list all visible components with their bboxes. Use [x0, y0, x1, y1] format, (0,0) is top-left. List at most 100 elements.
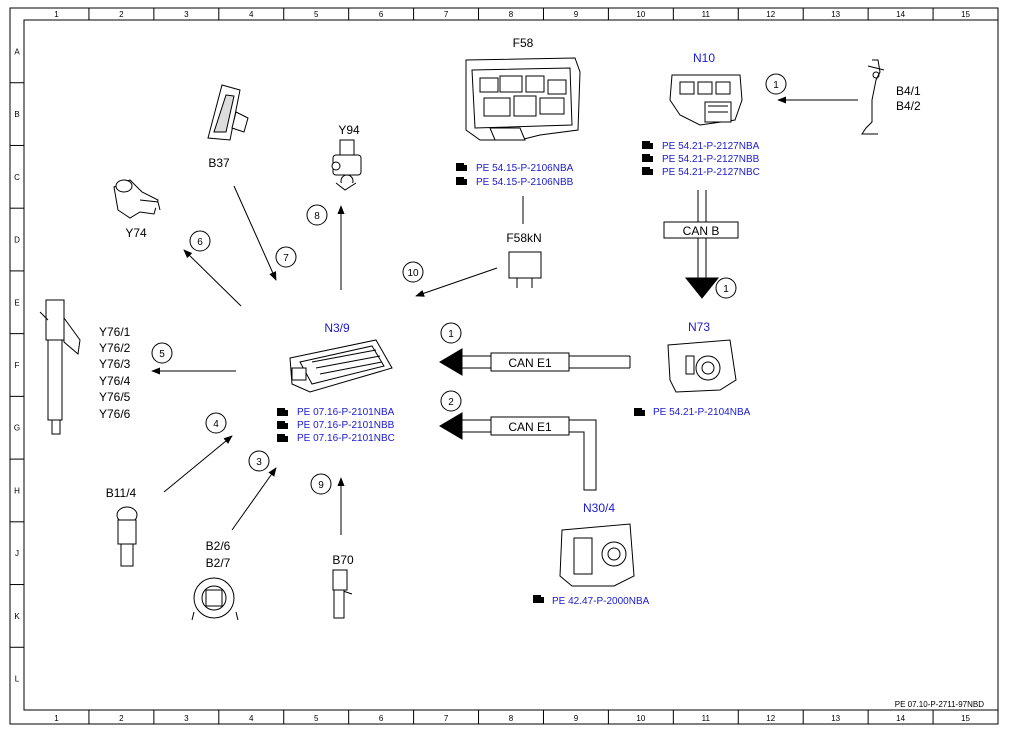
svg-text:3: 3	[256, 457, 262, 468]
grid-col-label: 3	[184, 10, 189, 19]
marker-circle: 7	[275, 246, 297, 268]
n304-ref: PE 42.47-P-2000NBA	[552, 596, 650, 607]
y76-label-2: Y76/2	[99, 341, 131, 355]
can-b-label: CAN B	[683, 224, 720, 238]
grid-col-label: 15	[961, 10, 970, 19]
y76-label-5: Y76/5	[99, 390, 131, 404]
can-e1-bottom-label-box	[490, 416, 570, 436]
marker-circle: 6	[189, 230, 211, 252]
b41-label: B4/1	[896, 84, 921, 98]
grid-col-label: 10	[636, 714, 645, 723]
grid-row-label: A	[14, 47, 20, 56]
n39-refs: PE 07.16-P-2101NBA PE 07.16-P-2101NBB PE…	[297, 407, 395, 444]
n39-ref-3: PE 07.16-P-2101NBC	[297, 433, 395, 444]
y76-label-4: Y76/4	[99, 374, 131, 388]
n73-label: N73	[688, 320, 710, 334]
grid-col-label: 4	[249, 10, 254, 19]
grid-col-label: 1	[54, 10, 59, 19]
n39-ref-1: PE 07.16-P-2101NBA	[297, 407, 395, 418]
marker-circle: 9	[310, 473, 332, 495]
marker-circle: 1	[765, 73, 787, 95]
marker-circle: 4	[205, 412, 227, 434]
svg-text:10: 10	[407, 268, 419, 279]
b42-label: B4/2	[896, 99, 921, 113]
svg-text:4: 4	[213, 419, 219, 430]
numbered-markers: 1 1 1 2 3 4 5 6 7 8 9 10	[151, 73, 787, 495]
n10-ref-2: PE 54.21-P-2127NBB	[662, 154, 760, 165]
n73-ref-hand-icon	[634, 408, 645, 416]
f58kn-relay	[508, 251, 542, 288]
b26-label: B2/6	[206, 539, 231, 553]
marker-circle: 1	[715, 277, 737, 299]
svg-text:2: 2	[448, 397, 454, 408]
marker-circle: 10	[402, 261, 424, 283]
f58-fuse-box	[465, 57, 581, 141]
n10-module	[669, 74, 743, 126]
b41-fuel-level-sensor	[861, 59, 885, 135]
marker-circle: 1	[440, 322, 462, 344]
b26-hot-film-mass-air-flow-sensor	[191, 577, 239, 621]
n39-ref-2: PE 07.16-P-2101NBB	[297, 420, 395, 431]
n39-engine-control-unit	[289, 339, 393, 393]
grid-row-label: G	[14, 424, 20, 433]
grid-col-label: 5	[314, 714, 319, 723]
grid-col-label: 6	[379, 10, 384, 19]
grid-col-label: 7	[444, 10, 449, 19]
n304-module	[559, 523, 635, 587]
y76-label-3: Y76/3	[99, 357, 131, 371]
grid-col-label: 2	[119, 10, 124, 19]
grid-col-label: 7	[444, 714, 449, 723]
b114-sensor	[116, 506, 138, 567]
grid-col-label: 4	[249, 714, 254, 723]
grid-col-label: 5	[314, 10, 319, 19]
y74-label: Y74	[125, 226, 147, 240]
svg-text:6: 6	[197, 237, 203, 248]
grid-row-label: D	[14, 236, 20, 245]
grid-col-label: 14	[896, 10, 905, 19]
document-reference-footer: PE 07.10-P-2711-97NBD	[895, 700, 984, 709]
f58-ref-2: PE 54.15-P-2106NBB	[476, 177, 574, 188]
can-e1-top-label-box	[490, 352, 570, 372]
grid-row-label: K	[14, 612, 20, 621]
grid-col-label: 11	[702, 714, 711, 723]
y76-fuel-injector	[39, 299, 81, 435]
b37-label: B37	[208, 156, 230, 170]
svg-text:1: 1	[448, 329, 454, 340]
b37-accelerator-pedal	[207, 84, 249, 141]
grid-col-label: 9	[574, 10, 579, 19]
marker-circle: 8	[306, 204, 328, 226]
grid-col-label: 8	[509, 714, 514, 723]
n304-label: N30/4	[583, 501, 615, 515]
signal-arrows	[151, 185, 345, 535]
grid-row-label: B	[14, 110, 19, 119]
svg-text:1: 1	[723, 284, 729, 295]
can-b-label-box	[663, 221, 739, 239]
grid-col-label: 10	[636, 10, 645, 19]
f58-label: F58	[513, 36, 534, 50]
grid-col-label: 12	[766, 714, 775, 723]
grid-col-label: 2	[119, 714, 124, 723]
n304-ref-hand-icon	[533, 595, 544, 603]
marker-circle: 2	[440, 390, 462, 412]
n39-ref-hand-icons	[277, 408, 288, 442]
svg-text:5: 5	[159, 349, 165, 360]
grid-col-label: 3	[184, 714, 189, 723]
n39-label: N3/9	[324, 321, 350, 335]
svg-text:1: 1	[773, 80, 779, 91]
f58-ref-hand-icons	[456, 163, 467, 185]
arrow-n39-to-y74	[183, 249, 242, 307]
can-e1-top-label: CAN E1	[508, 356, 552, 370]
arrow-b26-to-n39	[231, 467, 277, 531]
f58-refs: PE 54.15-P-2106NBA PE 54.15-P-2106NBB	[476, 163, 574, 188]
b70-label: B70	[332, 553, 354, 567]
svg-text:9: 9	[318, 480, 324, 491]
n73-module	[667, 339, 737, 393]
grid-row-label: E	[14, 298, 19, 307]
grid-row-label: J	[15, 549, 19, 558]
arrow-b37-to-n39	[233, 185, 277, 281]
y76-label-6: Y76/6	[99, 407, 131, 421]
can-e1-bottom-label: CAN E1	[508, 420, 552, 434]
grid-col-label: 12	[766, 10, 775, 19]
grid-col-label: 11	[702, 10, 711, 19]
